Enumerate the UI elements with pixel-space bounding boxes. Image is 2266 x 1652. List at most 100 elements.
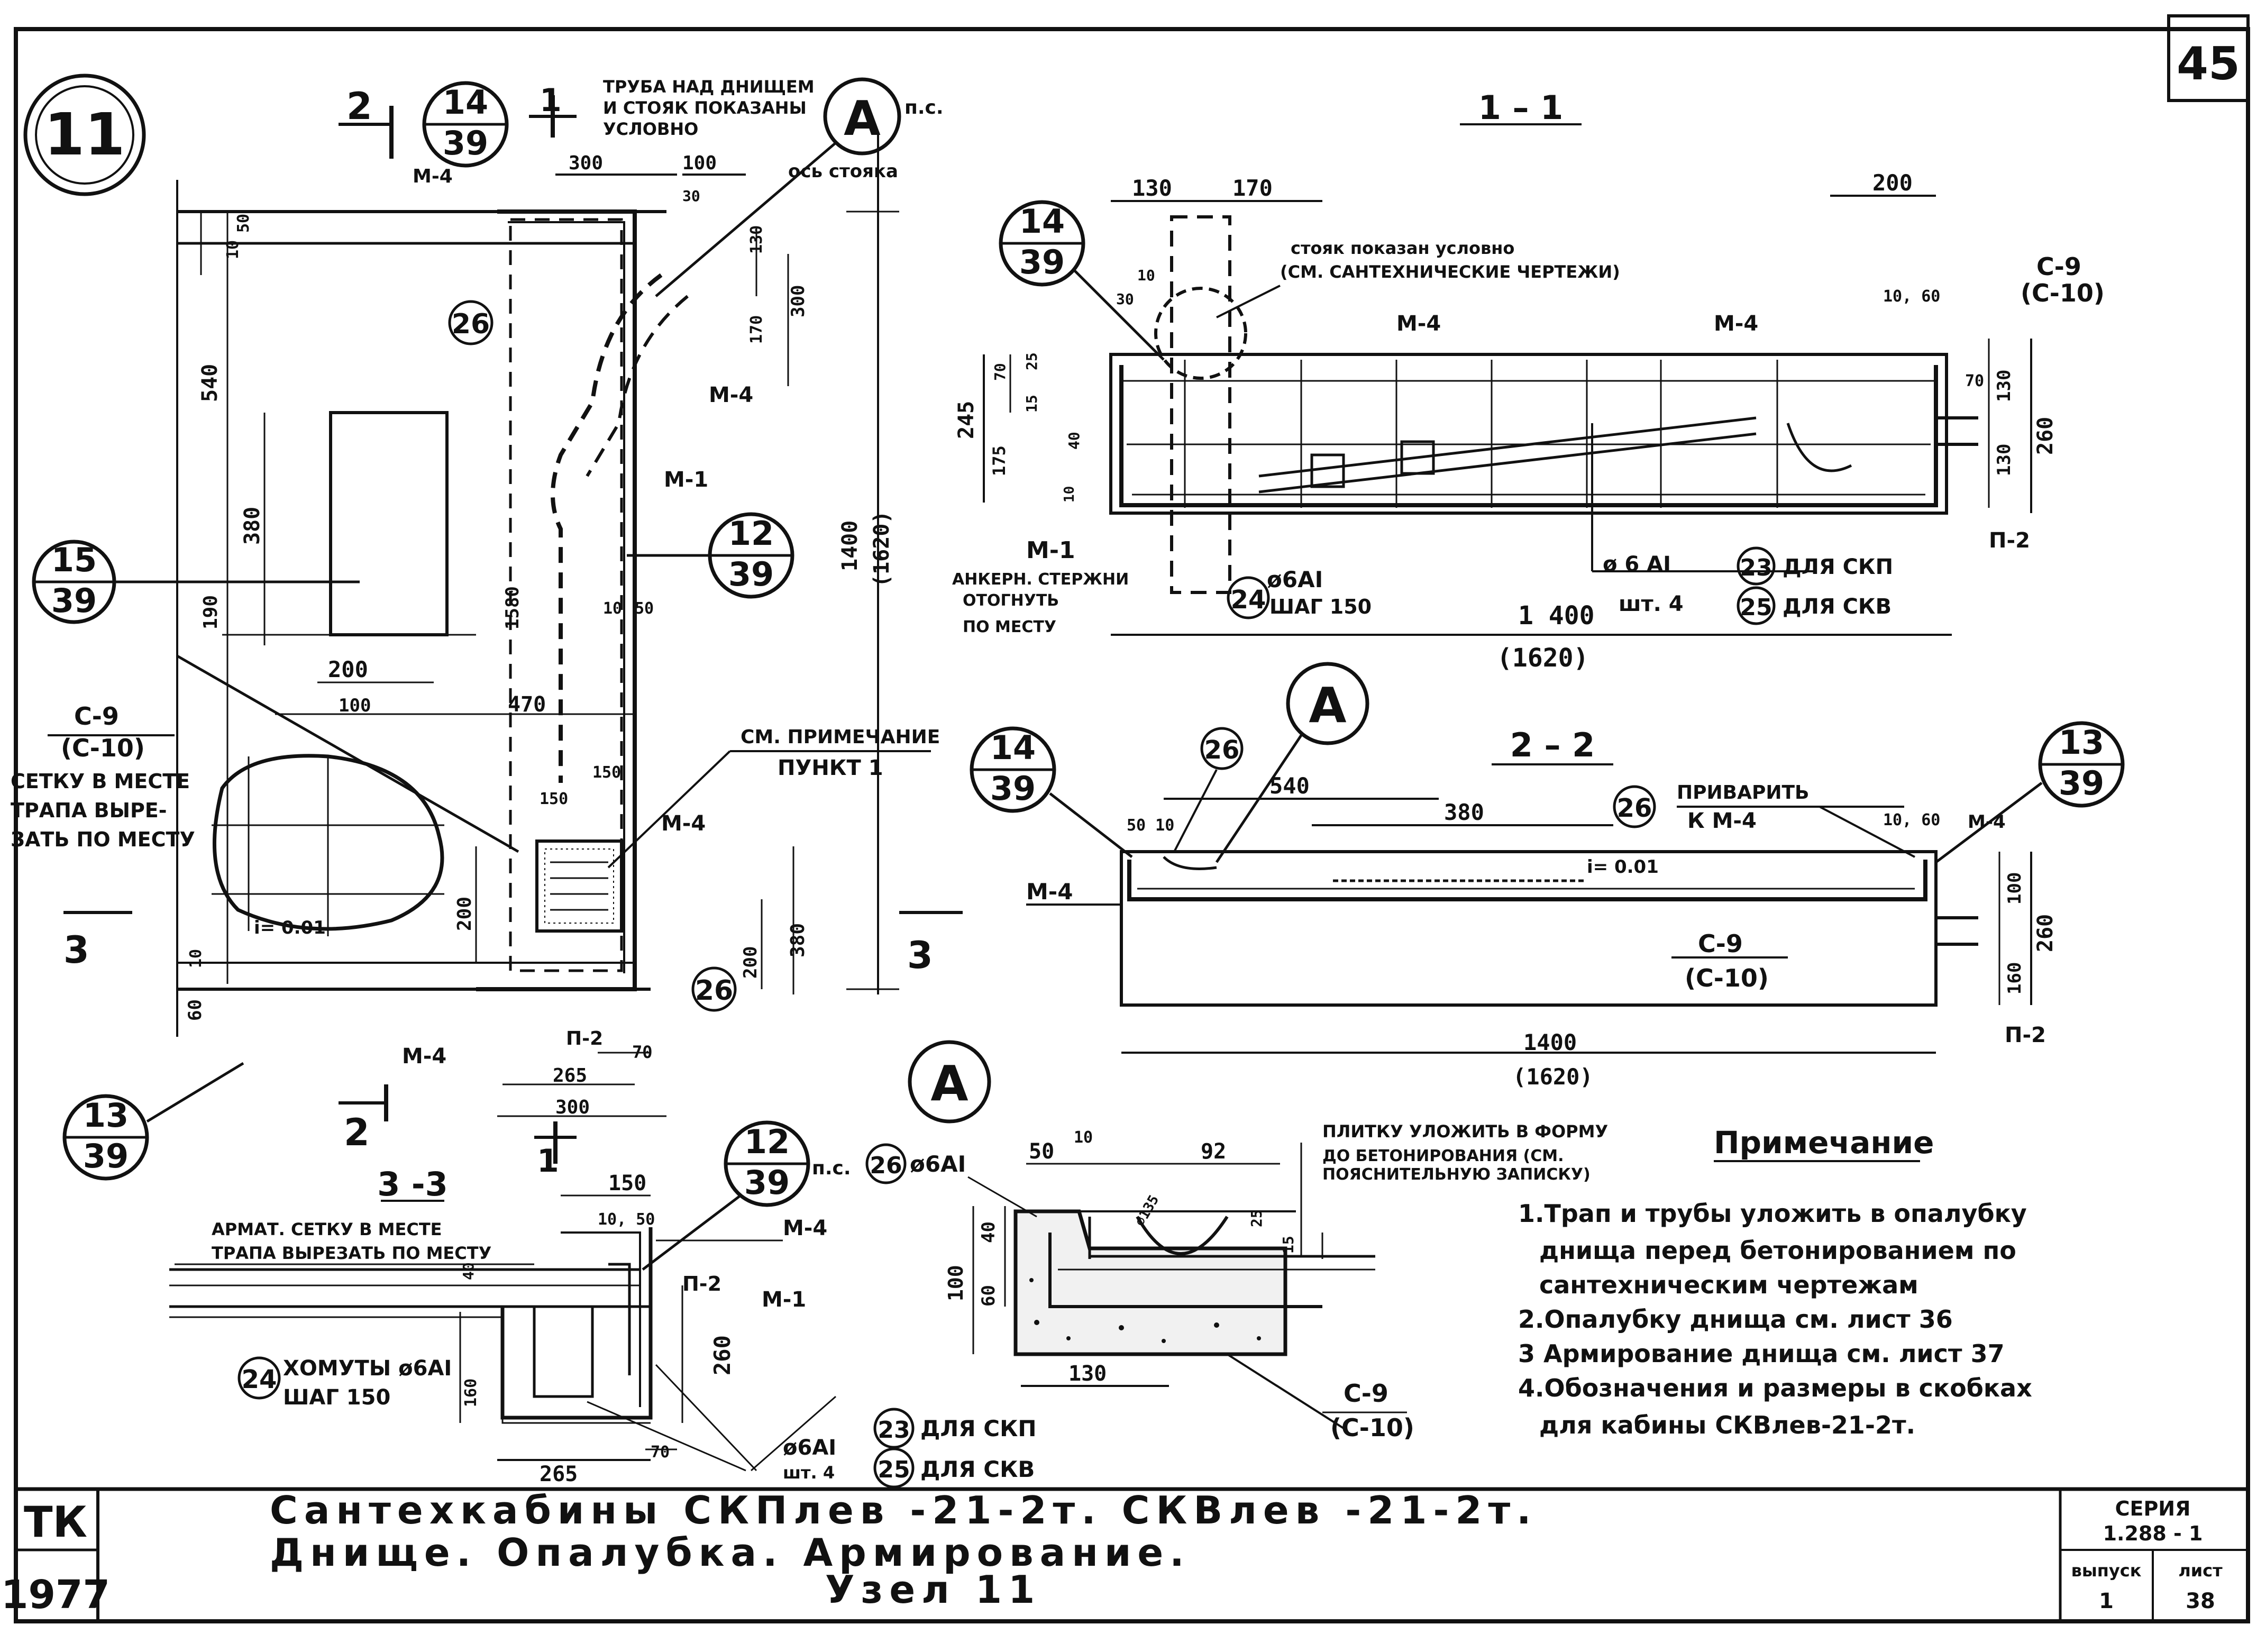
- svg-text:10: 10: [1137, 267, 1155, 284]
- svg-text:М-1: М-1: [664, 468, 708, 492]
- callout-13-39-s22: 13 39: [1935, 721, 2125, 863]
- svg-text:25: 25: [878, 1456, 910, 1483]
- svg-text:1: 1: [537, 1143, 559, 1180]
- svg-text:АРМАТ. СЕТКУ В МЕСТЕ: АРМАТ. СЕТКУ В МЕСТЕ: [212, 1219, 442, 1239]
- node-number: 11: [44, 101, 125, 168]
- pos-26-b: 26: [691, 966, 737, 1012]
- svg-text:50 10: 50 10: [1127, 816, 1174, 835]
- svg-text:130: 130: [1132, 175, 1172, 201]
- svg-text:14: 14: [990, 728, 1036, 767]
- section-2-2: [1120, 763, 2032, 1054]
- svg-text:540: 540: [198, 364, 222, 402]
- svg-text:М-4: М-4: [1026, 879, 1073, 905]
- svg-text:П-2: П-2: [682, 1272, 721, 1295]
- svg-text:ø6АI: ø6АI: [783, 1436, 836, 1460]
- callout-12-39-mid: 12 39: [627, 512, 794, 599]
- svg-text:40: 40: [460, 1262, 477, 1280]
- svg-text:i= 0.01: i= 0.01: [1587, 856, 1659, 878]
- svg-text:(1620): (1620): [1497, 643, 1588, 673]
- svg-text:ДЛЯ СКВ: ДЛЯ СКВ: [1783, 595, 1892, 619]
- svg-text:39: 39: [83, 1137, 129, 1175]
- svg-text:i= 0.01: i= 0.01: [254, 917, 326, 938]
- section-2-2-annotations: ПРИВАРИТЬ К М-4 М-4 М-4 i= 0.01 С-9 (С-1…: [1026, 782, 2046, 1047]
- org-code: ТК: [24, 1498, 87, 1547]
- svg-text:200: 200: [328, 656, 368, 682]
- svg-text:245: 245: [954, 401, 979, 439]
- svg-text:130: 130: [1068, 1362, 1107, 1386]
- svg-text:200: 200: [454, 897, 476, 931]
- svg-text:10: 10: [187, 949, 205, 968]
- svg-text:15: 15: [51, 541, 97, 579]
- pos-23-b: 23: [873, 1408, 915, 1449]
- svg-text:23: 23: [1740, 554, 1772, 581]
- pos-25-b: 25: [873, 1447, 915, 1489]
- svg-text:ДО БЕТОНИРОВАНИЯ (СМ.: ДО БЕТОНИРОВАНИЯ (СМ.: [1322, 1147, 1564, 1165]
- svg-text:150: 150: [608, 1171, 646, 1195]
- issue-label: выпуск: [2071, 1560, 2142, 1581]
- svg-text:М-4: М-4: [1714, 312, 1758, 336]
- svg-text:200: 200: [740, 946, 761, 979]
- svg-text:100: 100: [2004, 872, 2025, 905]
- svg-text:п.с.: п.с.: [812, 1157, 851, 1179]
- sheet-value: 38: [2186, 1589, 2215, 1613]
- svg-text:3: 3: [907, 934, 933, 977]
- svg-text:260: 260: [2033, 914, 2058, 952]
- svg-text:10: 10: [1062, 486, 1077, 503]
- remark-line-7: для кабины СКВлев-21-2т.: [1539, 1411, 1915, 1439]
- svg-text:50: 50: [234, 214, 253, 233]
- svg-text:2: 2: [344, 1111, 370, 1154]
- svg-text:П-2: П-2: [566, 1028, 603, 1049]
- svg-text:130: 130: [1994, 370, 2015, 402]
- svg-text:12: 12: [744, 1122, 790, 1161]
- svg-text:26: 26: [452, 308, 490, 340]
- svg-text:130: 130: [1994, 444, 2015, 476]
- section-1-1-annotations: стояк показан условно (СМ. САНТЕХНИЧЕСКИ…: [952, 238, 2105, 636]
- svg-text:ПРИВАРИТЬ: ПРИВАРИТЬ: [1677, 782, 1809, 804]
- svg-text:С-9: С-9: [74, 702, 119, 731]
- detail-a-annotations: ø6АI ПЛИТКУ УЛОЖИТЬ В ФОРМУ ДО БЕТОНИРОВ…: [910, 1121, 1608, 1442]
- pos-24-a: 24: [1227, 576, 1270, 619]
- svg-text:ОТОГНУТЬ: ОТОГНУТЬ: [963, 591, 1059, 610]
- svg-text:15: 15: [1023, 395, 1040, 413]
- svg-text:(С-10): (С-10): [1330, 1413, 1414, 1442]
- svg-text:стояк показан условно: стояк показан условно: [1291, 238, 1514, 258]
- svg-text:С-9: С-9: [2036, 252, 2081, 281]
- series-value: 1.288 - 1: [2103, 1522, 2203, 1545]
- svg-text:39: 39: [1019, 243, 1065, 281]
- remark-line-4: 2.Опалубку днища см. лист 36: [1518, 1305, 1953, 1334]
- svg-text:24: 24: [242, 1365, 277, 1394]
- callout-15-39: 15 39: [32, 540, 360, 624]
- svg-text:30: 30: [682, 187, 700, 205]
- svg-text:ШАГ 150: ШАГ 150: [1269, 595, 1372, 618]
- svg-text:ø6АI: ø6АI: [910, 1151, 966, 1177]
- svg-text:265: 265: [553, 1065, 587, 1087]
- svg-text:260: 260: [2033, 417, 2058, 455]
- detail-a-label: A: [930, 1055, 968, 1112]
- year: 1977: [1, 1572, 110, 1618]
- pos-26-d: 26: [1613, 785, 1656, 828]
- svg-text:70: 70: [991, 363, 1009, 381]
- svg-text:1580: 1580: [502, 586, 523, 629]
- svg-text:15: 15: [1280, 1236, 1297, 1254]
- svg-text:10: 10: [1074, 1128, 1093, 1147]
- svg-text:ø6АI: ø6АI: [1267, 567, 1323, 592]
- svg-text:70: 70: [1965, 372, 1984, 390]
- svg-text:260: 260: [709, 1335, 735, 1375]
- svg-text:ТРАПА ВЫРЕЗАТЬ ПО МЕСТУ: ТРАПА ВЫРЕЗАТЬ ПО МЕСТУ: [212, 1243, 491, 1263]
- svg-text:10: 10: [603, 599, 622, 618]
- callout-14-39-s22: 14 39: [970, 726, 1133, 858]
- pos-26-a: 26: [448, 300, 494, 345]
- svg-text:1: 1: [540, 82, 562, 119]
- svg-text:12: 12: [728, 514, 774, 553]
- svg-text:170: 170: [747, 315, 766, 344]
- svg-text:М-1: М-1: [1026, 537, 1075, 564]
- svg-text:ПО МЕСТУ: ПО МЕСТУ: [963, 618, 1056, 636]
- svg-text:190: 190: [200, 595, 222, 629]
- svg-text:ТРУБА НАД ДНИЩЕМ: ТРУБА НАД ДНИЩЕМ: [603, 77, 815, 97]
- svg-text:300: 300: [569, 152, 603, 174]
- svg-text:150: 150: [592, 763, 621, 782]
- svg-text:М-4: М-4: [661, 811, 706, 836]
- issue-value: 1: [2099, 1589, 2114, 1613]
